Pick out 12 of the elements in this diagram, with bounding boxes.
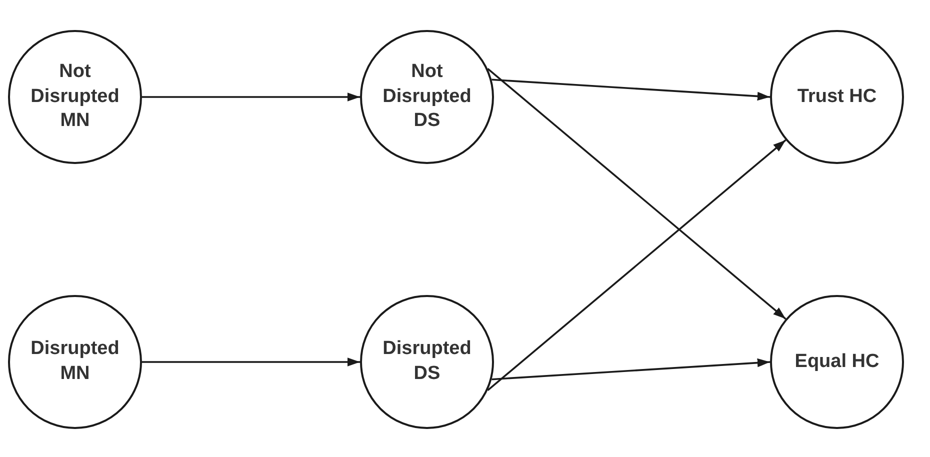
node-label: Not Disrupted DS — [382, 60, 472, 134]
arrow — [492, 358, 770, 380]
arrow — [492, 78, 770, 101]
arrow — [487, 68, 786, 320]
node-label: Disrupted MN — [30, 337, 120, 386]
arrow — [142, 358, 360, 366]
node-label: Trust HC — [796, 84, 878, 109]
arrow — [142, 92, 360, 102]
node-label: Disrupted DS — [382, 337, 472, 386]
arrow — [487, 139, 786, 391]
node-label: Not Disrupted MN — [30, 60, 120, 134]
node-label: Equal HC — [794, 350, 880, 374]
